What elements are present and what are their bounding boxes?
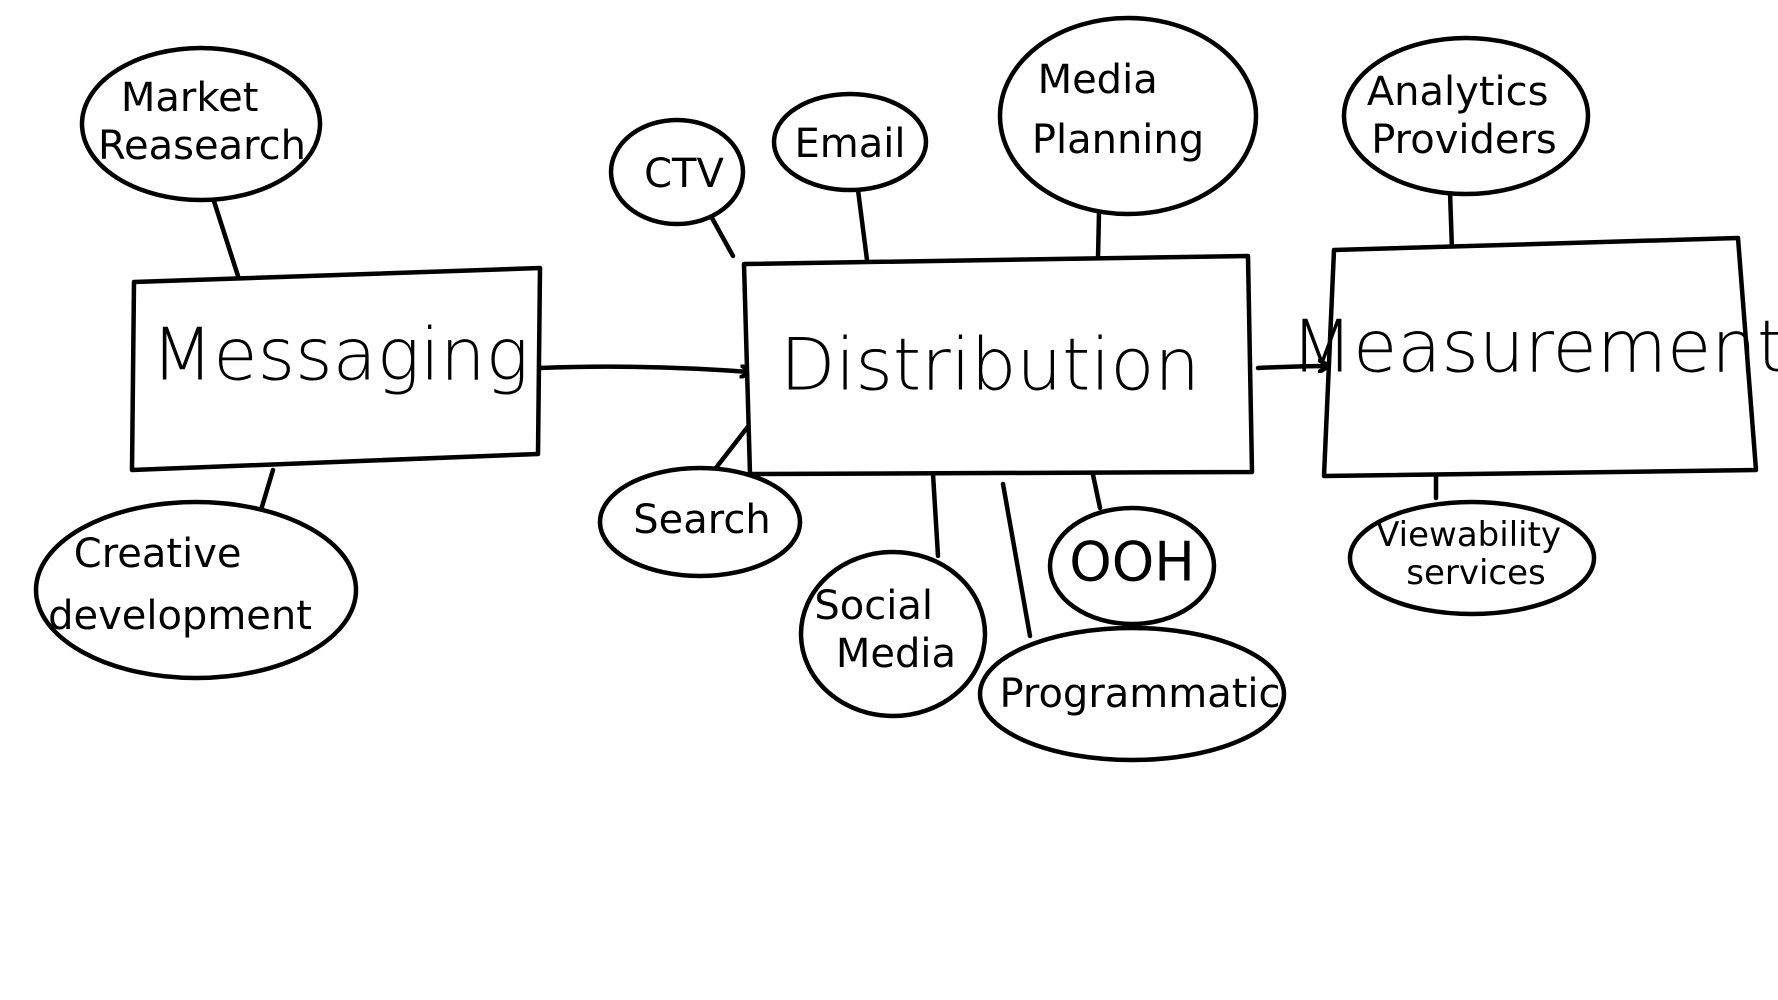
- bubble-viewability-services: Viewability services: [1347, 499, 1597, 617]
- bubble-market-research-line-1: Market: [121, 75, 259, 121]
- box-distribution-label: Distribution: [780, 323, 1200, 407]
- box-distribution-outline: [741, 253, 1255, 477]
- bubble-analytics-providers-line-1: Analytics: [1367, 69, 1549, 115]
- bubble-search-label: Search: [633, 497, 770, 543]
- bubble-viewability-services-line-1: Viewability: [1376, 515, 1561, 555]
- connector-search: [709, 421, 753, 476]
- box-messaging-outline: [129, 265, 543, 473]
- arrow-distribution-to-measurement: [1255, 366, 1328, 368]
- bubble-ctv-label: CTV: [644, 151, 724, 197]
- bubble-email-label: Email: [795, 121, 906, 167]
- svg-text:Media Planning: Media Planning: [1032, 57, 1204, 163]
- bubble-programmatic-label: Programmatic: [999, 671, 1280, 717]
- bubble-social-media-line-1: Social: [814, 583, 933, 629]
- bubble-social-media-line-2: Media: [836, 631, 956, 677]
- bubble-creative-development-line-1: Creative: [74, 531, 242, 577]
- bubble-analytics-providers-line-2: Providers: [1371, 117, 1557, 163]
- box-distribution: Distribution: [741, 253, 1255, 477]
- box-measurement: Measurement: [1291, 235, 1778, 479]
- bubble-media-planning: Media Planning: [997, 15, 1259, 217]
- connector-market-research: [209, 192, 241, 279]
- connector-social-media: [930, 471, 941, 559]
- box-messaging-label: Messaging: [151, 313, 529, 397]
- bubble-media-planning-line-1: Media: [1038, 57, 1158, 103]
- bubble-market-research-line-2: Reasearch: [98, 123, 306, 169]
- svg-text:Analytics Providers: Analytics Providers: [1367, 69, 1561, 163]
- bubble-viewability-services-line-2: services: [1406, 553, 1546, 593]
- box-measurement-outline: [1321, 235, 1759, 479]
- bubble-email: Email: [771, 91, 929, 193]
- svg-text:Creative development: Creative development: [48, 531, 312, 639]
- bubble-programmatic: Programmatic: [977, 625, 1287, 763]
- svg-text:Market Reasearch: Market Reasearch: [98, 75, 306, 169]
- bubble-media-planning-line-2: Planning: [1032, 117, 1204, 163]
- bubble-market-research: Market Reasearch: [79, 45, 323, 203]
- box-measurement-label: Measurement: [1291, 305, 1778, 389]
- connector-email: [855, 187, 870, 263]
- connector-ooh: [1089, 467, 1103, 511]
- bubble-search: Search: [597, 465, 803, 579]
- connector-programmatic: [1000, 481, 1033, 639]
- bubble-ooh: OOH: [1047, 505, 1217, 627]
- connector-analytics-providers: [1447, 189, 1455, 253]
- connector-ctv: [709, 215, 736, 259]
- connector-media-planning: [1095, 210, 1102, 261]
- bubble-social-media: Social Media: [798, 549, 988, 719]
- bubble-analytics-providers: Analytics Providers: [1341, 35, 1591, 197]
- svg-text:Viewability services: Viewability services: [1376, 515, 1572, 593]
- svg-text:Social Media: Social Media: [814, 583, 956, 677]
- bubble-ooh-label: OOH: [1069, 531, 1195, 594]
- box-messaging: Messaging: [129, 265, 543, 473]
- arrow-messaging-to-distribution: [537, 367, 750, 372]
- bubble-creative-development: Creative development: [33, 499, 359, 681]
- bubble-creative-development-line-2: development: [48, 593, 312, 639]
- bubble-ctv: CTV: [608, 117, 746, 227]
